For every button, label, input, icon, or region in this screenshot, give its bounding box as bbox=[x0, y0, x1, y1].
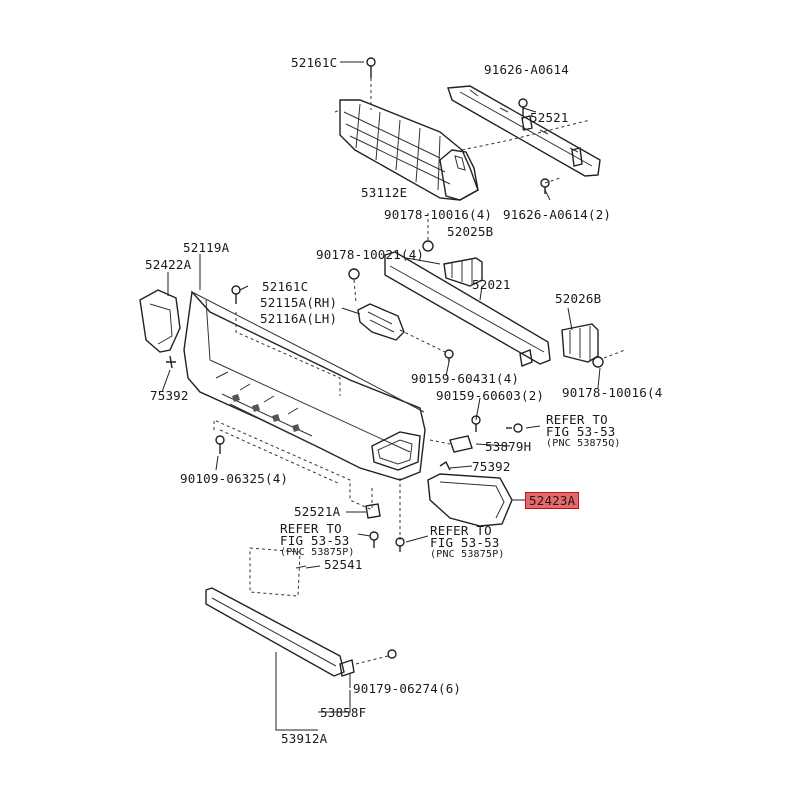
right-side-fasteners-drawing bbox=[429, 415, 523, 471]
part-label-53112e: 53112E bbox=[361, 185, 408, 200]
part-label-90109-06325-4: 90109-06325(4) bbox=[180, 471, 289, 486]
refer-p-left-line2: FIG 53-53 bbox=[280, 533, 350, 548]
upper-dashed-guides bbox=[334, 78, 591, 240]
refer-p-right-line2: FIG 53-53 bbox=[430, 535, 500, 550]
bracket-52115a-drawing bbox=[341, 303, 454, 362]
part-label-52116a-lh: 52116A(LH) bbox=[260, 311, 338, 326]
part-label-52422a: 52422A bbox=[145, 257, 192, 272]
refer-p-left-line1: REFER TO bbox=[280, 521, 342, 536]
refer-p-right-line3: (PNC 53875P) bbox=[430, 549, 505, 560]
refer-q-line3: (PNC 53875Q) bbox=[546, 438, 621, 449]
upper-fasteners-drawing bbox=[366, 57, 550, 252]
clip-52161c-drawing bbox=[231, 285, 241, 295]
part-label-52161c-mid: 52161C bbox=[262, 279, 309, 294]
bracket-52521-drawing bbox=[447, 85, 601, 177]
retainer-52026b-drawing bbox=[561, 323, 626, 368]
part-label-52161c-top: 52161C bbox=[291, 55, 338, 70]
part-label-90159-60431-4: 90159-60431(4) bbox=[411, 371, 520, 386]
refer-q-line2: FIG 53-53 bbox=[546, 424, 616, 439]
molding-53912a-drawing bbox=[205, 587, 397, 677]
part-label-91626-a0614-2: 91626-A0614(2) bbox=[503, 207, 612, 222]
part-label-75392-left: 75392 bbox=[150, 388, 189, 403]
part-label-90178-10016-4-upper: 90178-10016(4) bbox=[384, 207, 493, 222]
refer-p-left-line3: (PNC 53875P) bbox=[280, 547, 355, 558]
plate-bracket-52541-drawing bbox=[249, 547, 307, 597]
part-label-52119a: 52119A bbox=[183, 240, 230, 255]
extension-52422a-drawing bbox=[139, 289, 181, 369]
refer-p-right-line1: REFER TO bbox=[430, 523, 492, 538]
part-label-52541: 52541 bbox=[324, 557, 363, 572]
nut-90178-10021-drawing bbox=[348, 268, 360, 280]
part-label-75392-right: 75392 bbox=[472, 459, 511, 474]
part-label-53912a: 53912A bbox=[281, 731, 328, 746]
part-label-53858f: 53858F bbox=[320, 705, 367, 720]
part-label-90179-06274-6: 90179-06274(6) bbox=[353, 681, 462, 696]
extension-52423a-drawing bbox=[427, 473, 525, 527]
refer-q-line1: REFER TO bbox=[546, 412, 608, 427]
part-label-90178-10016-4-lower: 90178-10016(4 bbox=[562, 385, 663, 400]
part-label-53879h: 53879H bbox=[485, 439, 532, 454]
leader-lines bbox=[161, 61, 601, 731]
lower-fasteners-drawing bbox=[365, 503, 405, 552]
part-label-52115a-rh: 52115A(RH) bbox=[260, 295, 338, 310]
part-label-52423a-highlighted[interactable]: 52423A bbox=[525, 492, 580, 509]
part-label-52021: 52021 bbox=[472, 277, 511, 292]
part-label-90159-60603-2: 90159-60603(2) bbox=[436, 388, 545, 403]
part-label-91626-a0614-top: 91626-A0614 bbox=[484, 62, 569, 77]
grille-53112e-drawing bbox=[339, 99, 479, 201]
bolt-90109-06325-drawing bbox=[215, 435, 225, 445]
part-label-52521a: 52521A bbox=[294, 504, 341, 519]
reinforcement-52021-drawing bbox=[384, 251, 551, 367]
part-label-52025b: 52025B bbox=[447, 224, 494, 239]
part-label-90178-10021-4: 90178-10021(4) bbox=[316, 247, 425, 262]
part-label-52521: 52521 bbox=[530, 110, 569, 125]
part-label-52026b: 52026B bbox=[555, 291, 602, 306]
